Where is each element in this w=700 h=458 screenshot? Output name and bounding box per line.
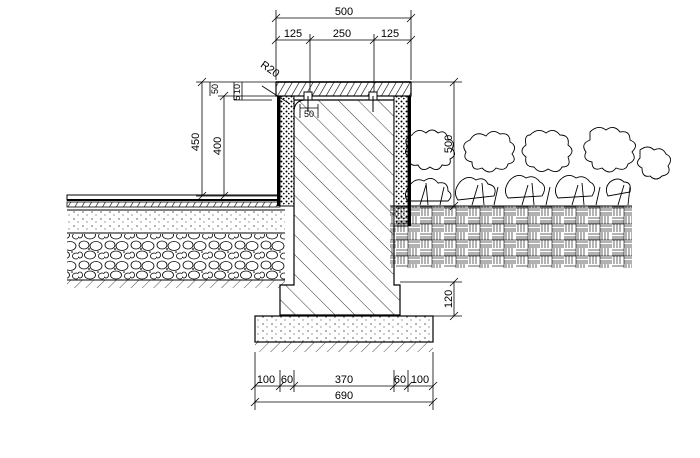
shrub-planting	[405, 127, 671, 206]
dim-right-120: 120	[443, 290, 455, 308]
dim-bottom-100-left: 100	[257, 374, 275, 386]
concrete-wall	[279, 99, 401, 316]
dim-bottom-100-right: 100	[411, 374, 429, 386]
dim-left-inner: 400	[212, 137, 224, 155]
planting-soil	[390, 205, 632, 268]
dim-top-right: 125	[381, 28, 399, 40]
dim-radius: R20	[258, 59, 281, 80]
dim-bottom-total: 690	[335, 390, 353, 402]
dim-top-mid: 250	[333, 28, 351, 40]
dim-small-10: 10	[232, 84, 242, 94]
left-paving-layers	[66, 194, 285, 288]
dim-top-total: 500	[335, 6, 353, 18]
dim-bottom-60-left: 60	[281, 374, 293, 386]
dim-bottom-370: 370	[335, 374, 353, 386]
dim-small-5: 5	[232, 95, 242, 100]
dim-left-outer: 450	[190, 133, 202, 151]
dim-right-500: 500	[443, 135, 455, 153]
dimension-lines	[196, 10, 462, 410]
dim-small-50: 50	[210, 84, 220, 94]
footing	[254, 315, 434, 352]
dim-top-left: 125	[284, 28, 302, 40]
dim-bottom-60-right: 60	[394, 374, 406, 386]
dim-inner-50: 50	[304, 109, 314, 119]
